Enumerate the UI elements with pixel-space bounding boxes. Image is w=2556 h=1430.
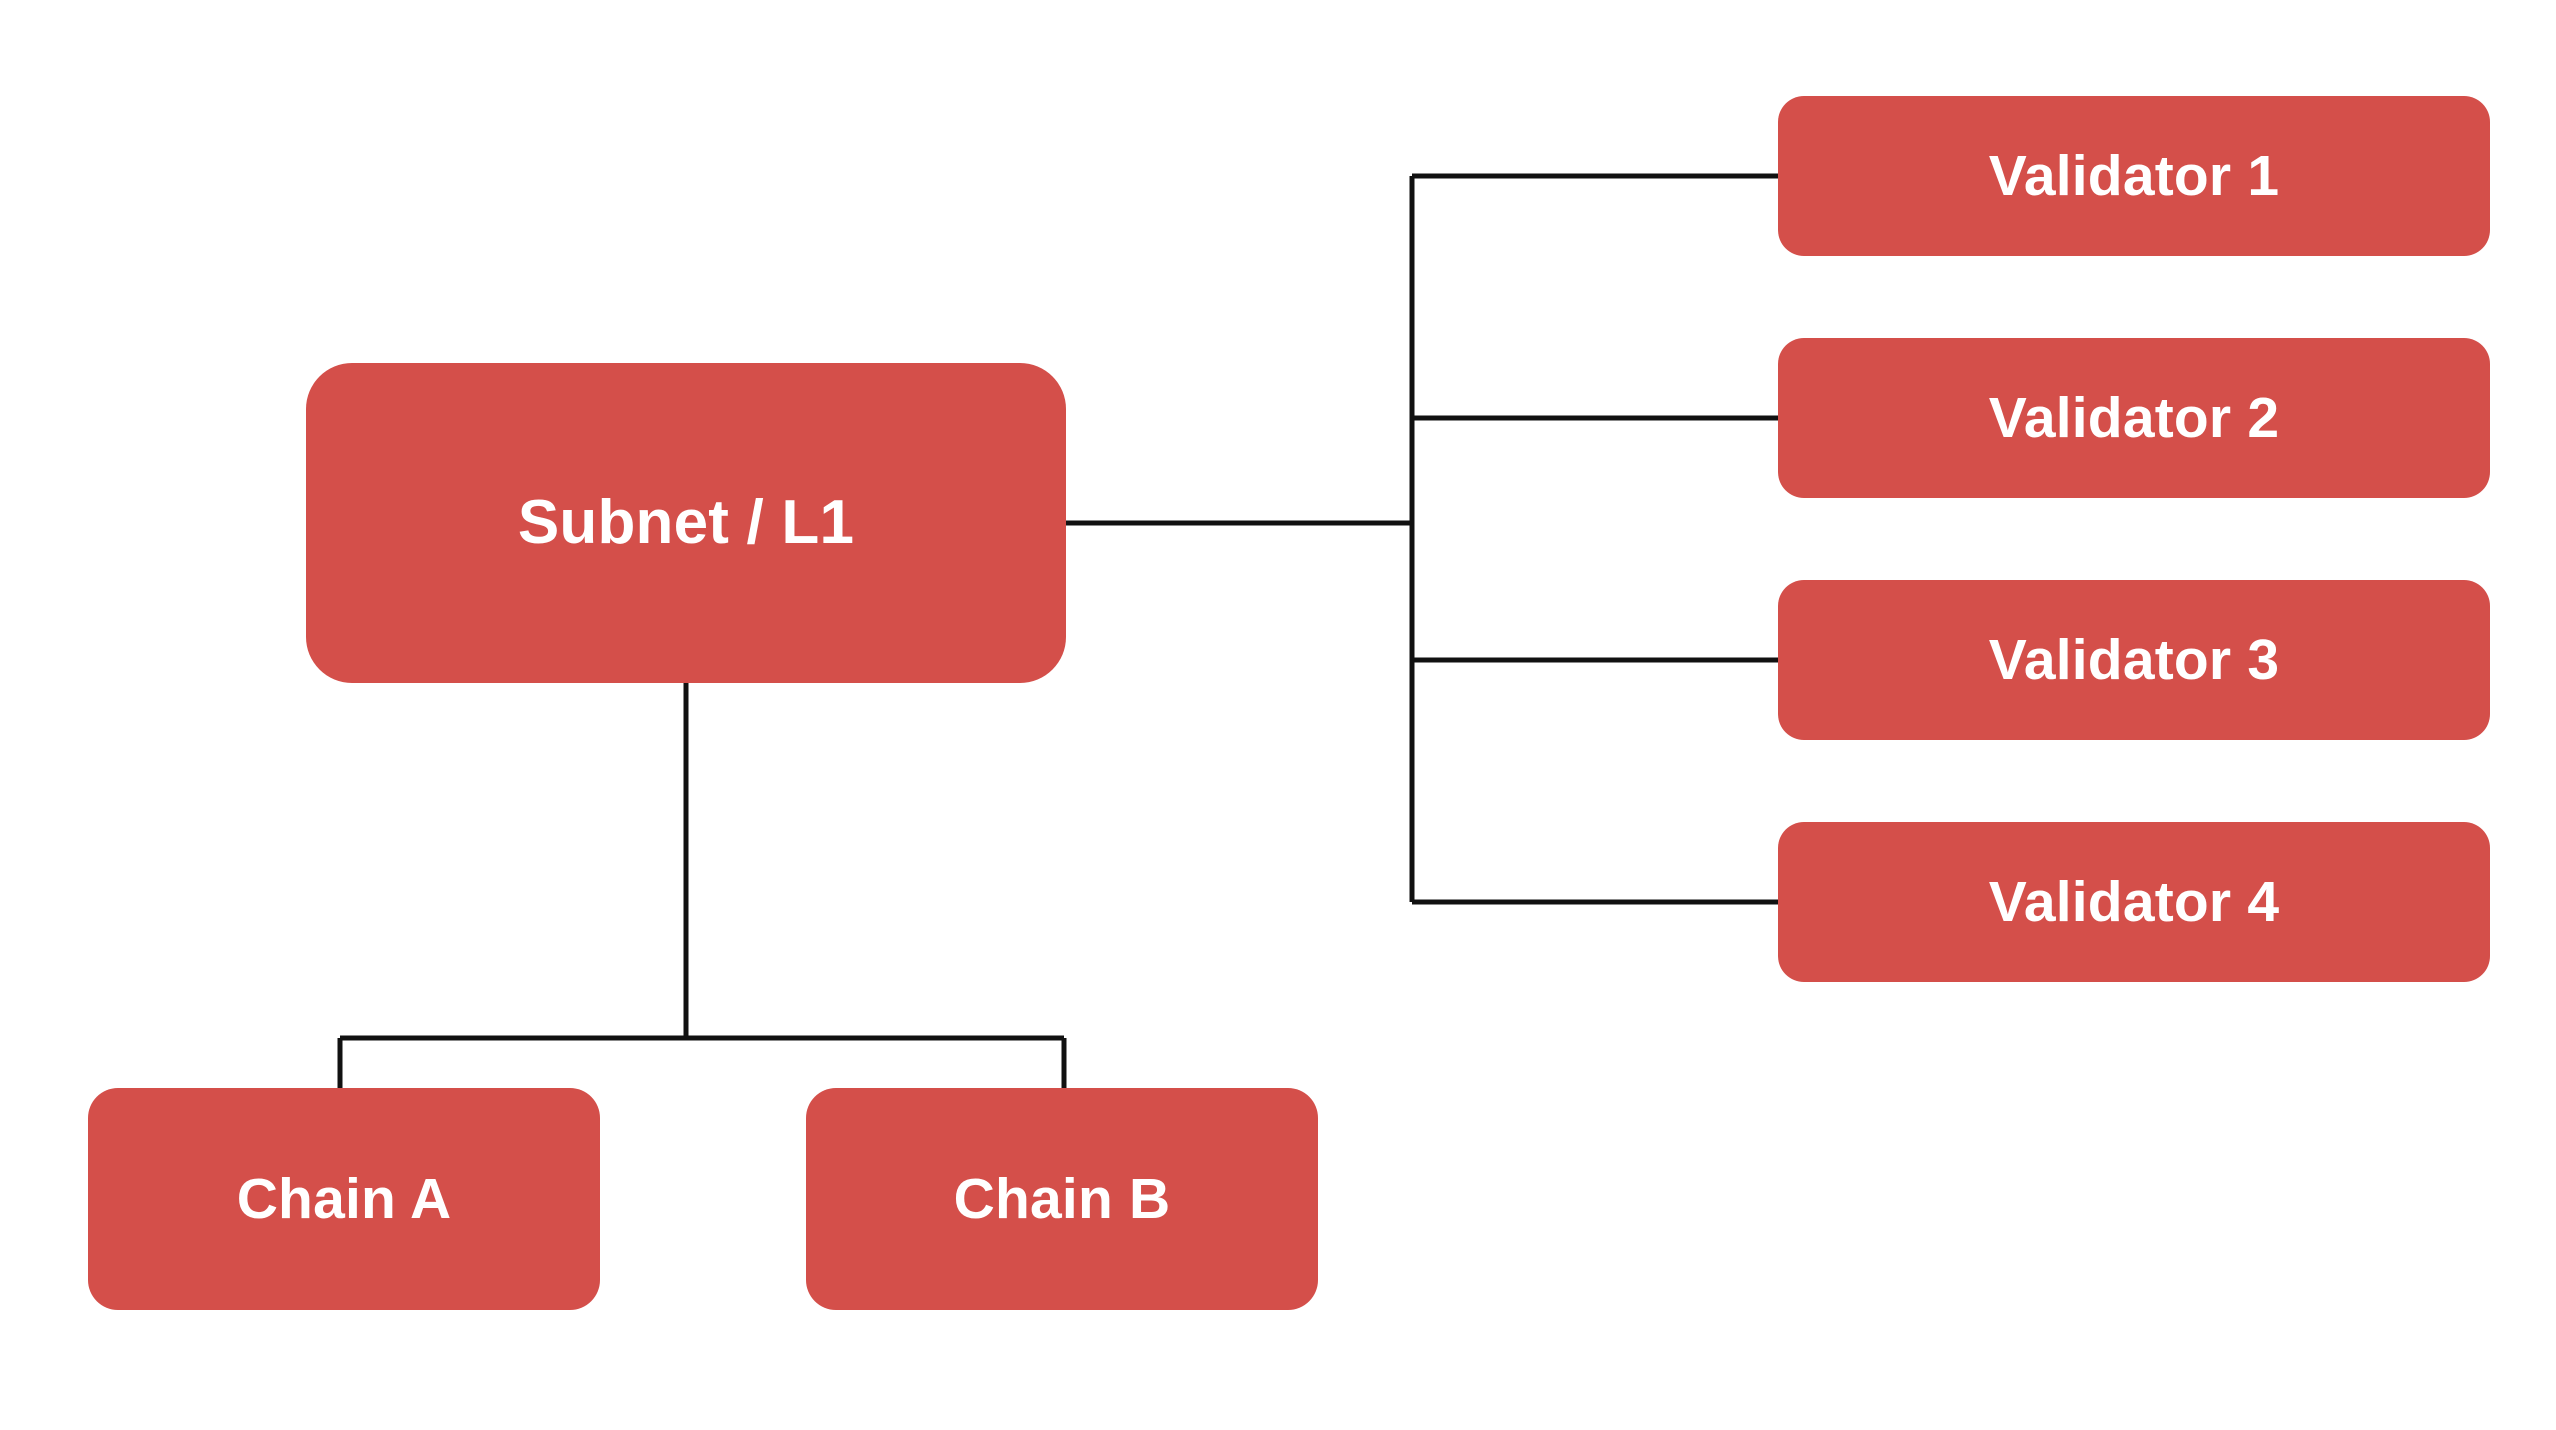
node-chain-b[interactable]: Chain B	[806, 1088, 1318, 1310]
node-subnet-l1[interactable]: Subnet / L1	[306, 363, 1066, 683]
node-validator-3[interactable]: Validator 3	[1778, 580, 2490, 740]
node-validator-4[interactable]: Validator 4	[1778, 822, 2490, 982]
node-validator-2[interactable]: Validator 2	[1778, 338, 2490, 498]
node-validator-1[interactable]: Validator 1	[1778, 96, 2490, 256]
node-chain-a[interactable]: Chain A	[88, 1088, 600, 1310]
